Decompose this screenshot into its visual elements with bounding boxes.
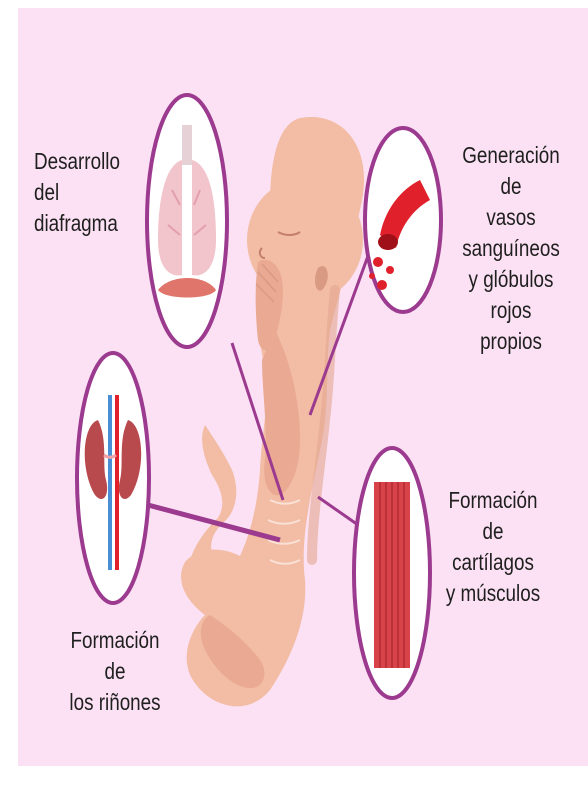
muscle-connector <box>318 497 361 527</box>
label-blood-vessels: Generación de vasos sanguíneos y glóbulo… <box>450 140 573 357</box>
label-kidneys: Formación de los riñones <box>58 625 171 718</box>
kidneys-icon <box>77 353 149 603</box>
lungs-diaphragm-icon <box>147 95 227 347</box>
muscle-fiber-icon <box>354 448 430 698</box>
blood-vessel-icon <box>365 128 441 312</box>
label-diaphragm: Desarrollo del diafragma <box>34 146 124 239</box>
label-muscles: Formación de cartílagos y músculos <box>440 485 547 609</box>
